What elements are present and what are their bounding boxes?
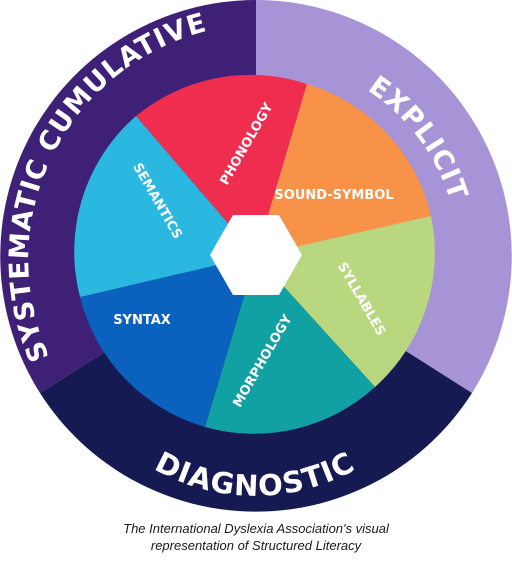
center-hexagon <box>210 215 302 295</box>
segment-syntax <box>80 256 256 427</box>
caption-line-2: representation of Structured Literacy <box>150 538 362 553</box>
structured-literacy-wheel: SYSTEMATIC CUMULATIVE EXPLICIT DIAGNOSTI… <box>0 0 512 512</box>
segment-semantics <box>74 116 256 297</box>
segment-sound-symbol <box>256 84 431 256</box>
segment-label-sound-symbol: SOUND-SYMBOL <box>274 188 393 203</box>
segment-syllables <box>256 216 435 387</box>
segment-phonology <box>136 74 307 257</box>
segment-label-syntax: SYNTAX <box>113 313 171 328</box>
caption-line-1: The International Dyslexia Association's… <box>123 521 389 536</box>
figure-caption: The International Dyslexia Association's… <box>0 520 512 554</box>
inner-wheel <box>74 74 435 434</box>
segment-morphology <box>205 256 375 434</box>
